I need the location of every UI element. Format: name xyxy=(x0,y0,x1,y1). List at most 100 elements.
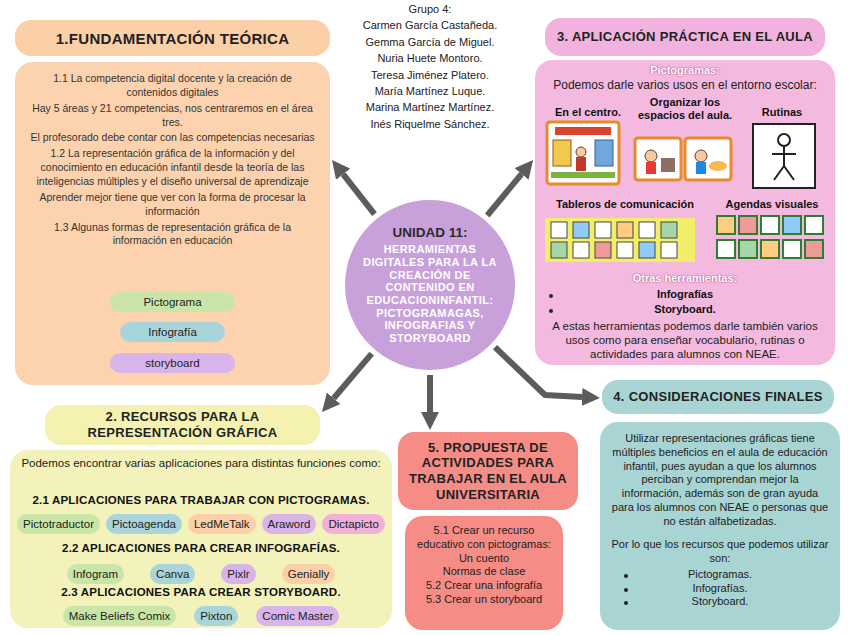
body-text: Utilizar representaciones gráficas tiene… xyxy=(610,432,830,528)
pill-text: Araword xyxy=(268,518,311,530)
communication-board-part xyxy=(661,222,677,238)
section-header: 5. PROPUESTA DE ACTIVIDADES PARA TRABAJA… xyxy=(398,432,578,510)
member-name: Marina Martínez Martínez. xyxy=(320,99,540,115)
tool-pill: Comic Master xyxy=(256,606,339,626)
connector-arrow xyxy=(343,174,374,214)
body-text: 5.2 Crear una infografía xyxy=(413,579,555,593)
communication-board-part xyxy=(573,222,589,238)
visual-agenda-part xyxy=(739,240,757,258)
pill-text: Pictotraductor xyxy=(23,518,94,530)
communication-board-part xyxy=(639,222,655,238)
bullet-dot xyxy=(549,309,553,313)
group-block: Grupo 4:Carmen García Castañeda.Gemma Ga… xyxy=(320,1,540,132)
pill-text: LedMeTalk xyxy=(194,518,250,530)
tool-pill: Pictotraductor xyxy=(17,514,100,534)
topic-pill: Infografía xyxy=(120,322,225,342)
member-name: Carmen García Castañeda. xyxy=(320,17,540,33)
body-text: Por lo que los recursos que podemos util… xyxy=(610,538,830,566)
pill-text: Pixlr xyxy=(227,568,249,580)
visual-agenda-part xyxy=(783,216,801,234)
tool-pill: Pixton xyxy=(194,606,238,626)
school-pictogram-part xyxy=(553,140,571,166)
body-text: Pictogramas. xyxy=(688,568,752,580)
header-text: 1.FUNDAMENTACIÓN TEÓRICA xyxy=(56,30,290,47)
body-text: Un cuento xyxy=(413,552,555,566)
communication-board-part xyxy=(617,222,633,238)
communication-board-part xyxy=(573,242,589,258)
group-label: Grupo 4: xyxy=(320,1,540,17)
section-header: 3. APLICACIÓN PRÁCTICA EN EL AULA xyxy=(545,18,825,56)
member-name: Nuria Huete Montoro. xyxy=(320,50,540,66)
school-pictogram-part xyxy=(576,157,586,171)
connector-arrow xyxy=(427,375,433,412)
bullet-dot xyxy=(624,588,628,592)
communication-board-part xyxy=(595,222,611,238)
body-text: Rutinas xyxy=(747,106,817,119)
body-text: 1.2 La representación gráfica de la info… xyxy=(29,147,316,189)
body-text: 5.1 Crear un recurso educativo con picto… xyxy=(413,524,555,552)
tool-pill: Araword xyxy=(262,514,317,534)
body-text: HERRAMIENTAS DIGITALES PARA LA LA CREACI… xyxy=(359,243,501,344)
section-header: 4. CONSIDERACIONES FINALES xyxy=(602,380,834,414)
body-text: 2.1 APLICACIONES PARA TRABAJAR CON PICTO… xyxy=(12,494,390,506)
classroom-space-pictograms xyxy=(635,138,731,180)
section-header: 2. RECURSOS PARA LA REPRESENTACIÓN GRÁFI… xyxy=(45,405,320,445)
classroom-space-pictograms-part xyxy=(709,161,727,171)
body-text: 1.1 La competencia digital docente y la … xyxy=(29,72,316,100)
bullet-item: Pictogramas. xyxy=(610,568,830,582)
header-text: 5. PROPUESTA DE ACTIVIDADES PARA TRABAJA… xyxy=(408,440,568,502)
communication-board xyxy=(545,218,695,262)
school-pictogram-part xyxy=(551,172,615,178)
communication-board-part xyxy=(661,242,677,258)
tool-pill: Infogram xyxy=(67,564,124,584)
visual-agenda-part xyxy=(761,240,779,258)
pill-text: Canva xyxy=(156,568,189,580)
body-text: Storyboard. xyxy=(654,303,716,315)
body-text: A estas herramientas podemos darle tambi… xyxy=(541,319,829,361)
body-text: Hay 5 áreas y 21 competencias, nos centr… xyxy=(29,102,316,130)
body-text: Storyboard. xyxy=(692,595,749,607)
routine-pictogram-part xyxy=(778,134,790,146)
communication-board-part xyxy=(595,242,611,258)
body-text: Pictogramas: xyxy=(535,64,835,76)
visual-agenda-part xyxy=(761,216,779,234)
bullet-dot xyxy=(549,294,553,298)
header-text: 4. CONSIDERACIONES FINALES xyxy=(613,389,822,405)
body-text: Infografías. xyxy=(692,582,747,594)
school-pictogram-part xyxy=(555,127,611,135)
school-pictogram-part xyxy=(576,147,586,157)
tool-pill: Pixlr xyxy=(221,564,255,584)
visual-agenda-part xyxy=(805,216,823,234)
classroom-space-pictograms-part xyxy=(635,138,681,180)
visual-agenda-part xyxy=(805,240,823,258)
section-panel: 5.1 Crear un recurso educativo con picto… xyxy=(405,516,563,630)
body-text: Tableros de comunicación xyxy=(540,198,710,211)
topic-pill: Pictograma xyxy=(110,292,235,312)
pill-text: Pictograma xyxy=(143,296,201,308)
section-header: 1.FUNDAMENTACIÓN TEÓRICA xyxy=(15,20,330,56)
routine-pictogram-part xyxy=(772,146,796,180)
classroom-space-pictograms-part xyxy=(696,162,706,174)
member-name: Teresa Jiménez Platero. xyxy=(320,67,540,83)
bullet-item: Infografías xyxy=(535,288,835,301)
visual-agenda-part xyxy=(739,216,757,234)
communication-board-part xyxy=(551,242,567,258)
pill-text: Dictapicto xyxy=(328,518,379,530)
visual-agenda-part xyxy=(783,240,801,258)
body-text: Otras herramientas: xyxy=(535,272,835,284)
pill-text: Pictoagenda xyxy=(112,518,176,530)
pill-text: Pixton xyxy=(200,610,232,622)
pill-text: storyboard xyxy=(145,357,199,369)
bullet-item: Storyboard. xyxy=(535,303,835,316)
tool-pill: Genially xyxy=(282,564,336,584)
school-pictogram-part xyxy=(547,122,619,184)
visual-agenda-part xyxy=(717,216,735,234)
section-panel: Podemos encontrar varias aplicaciones pa… xyxy=(10,450,392,628)
communication-board-part xyxy=(545,218,695,262)
school-pictogram-part xyxy=(595,140,613,166)
body-text: Organizar los espacios del aula. xyxy=(630,96,740,122)
communication-board-part xyxy=(551,222,567,238)
routine-pictogram-part xyxy=(753,124,815,188)
tool-pill: LedMeTalk xyxy=(188,514,256,534)
pill-text: Infografía xyxy=(148,326,197,338)
